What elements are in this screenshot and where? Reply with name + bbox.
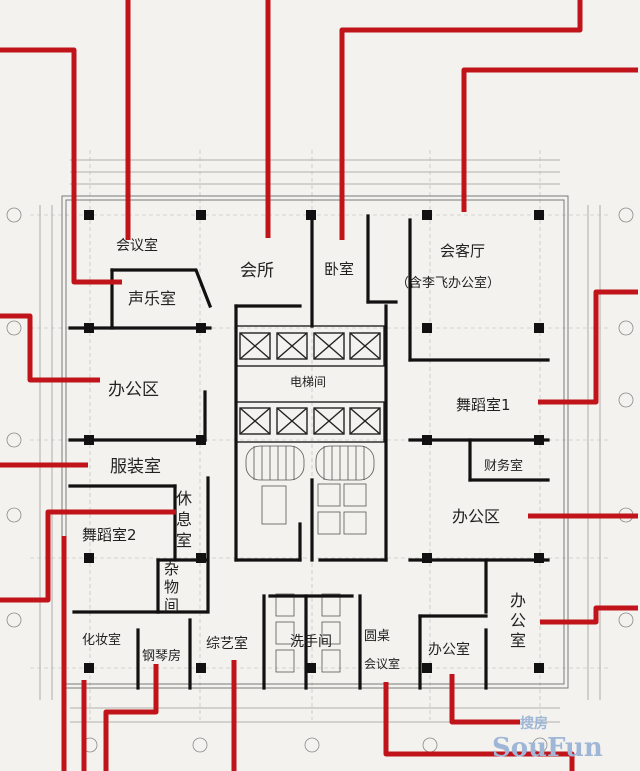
watermark-cn: 搜房 xyxy=(520,715,548,732)
room-office-west: 办公区 xyxy=(108,380,159,400)
room-reception: 会客厅 xyxy=(440,242,485,260)
room-storage-char-3: 间 xyxy=(164,596,179,614)
room-office-se-char-2: 公 xyxy=(510,611,526,630)
partition-walls xyxy=(68,214,550,690)
room-office-se-char-1: 办 xyxy=(510,591,526,610)
room-variety: 综艺室 xyxy=(206,635,248,652)
stairs xyxy=(245,445,375,535)
room-lounge-char-1: 休 xyxy=(176,489,192,508)
soufun-watermark: 搜房 SouFun xyxy=(492,715,603,763)
room-bedroom: 卧室 xyxy=(324,260,354,278)
dimension-lines xyxy=(39,159,601,723)
room-costume: 服装室 xyxy=(110,457,161,477)
axis-bubbles xyxy=(6,207,634,753)
watermark-en: SouFun xyxy=(492,733,603,763)
washroom-fixtures xyxy=(275,593,341,673)
room-washroom: 洗手间 xyxy=(290,634,332,650)
room-office-se-char-3: 室 xyxy=(510,631,526,650)
room-dance-2: 舞蹈室2 xyxy=(82,526,137,544)
room-lounge-char-3: 室 xyxy=(176,531,192,550)
room-meeting: 会议室 xyxy=(116,237,158,254)
room-office-east: 办公区 xyxy=(452,507,500,526)
room-labels: 会议室 会所 卧室 会客厅 （含李飞办公室） 声乐室 办公区 电梯间 舞蹈室1 … xyxy=(82,237,526,671)
columns xyxy=(84,210,544,673)
room-piano: 钢琴房 xyxy=(142,648,181,664)
room-office-south: 办公室 xyxy=(428,641,470,658)
room-sound: 声乐室 xyxy=(128,289,176,308)
room-lounge-char-2: 息 xyxy=(176,510,192,529)
room-elevator-hall: 电梯间 xyxy=(290,375,326,389)
room-round-table-2: 会议室 xyxy=(364,656,400,671)
room-storage-char-1: 杂 xyxy=(164,560,179,578)
room-finance: 财务室 xyxy=(484,458,523,474)
room-clubhouse: 会所 xyxy=(240,261,274,281)
elevator-core xyxy=(235,325,385,443)
room-storage-char-2: 物 xyxy=(164,578,179,596)
room-dance-1: 舞蹈室1 xyxy=(456,396,511,414)
room-makeup: 化妆室 xyxy=(82,632,121,648)
room-round-table-1: 圆桌 xyxy=(364,629,390,644)
room-reception-sub: （含李飞办公室） xyxy=(396,275,500,291)
building-outline xyxy=(61,195,569,689)
